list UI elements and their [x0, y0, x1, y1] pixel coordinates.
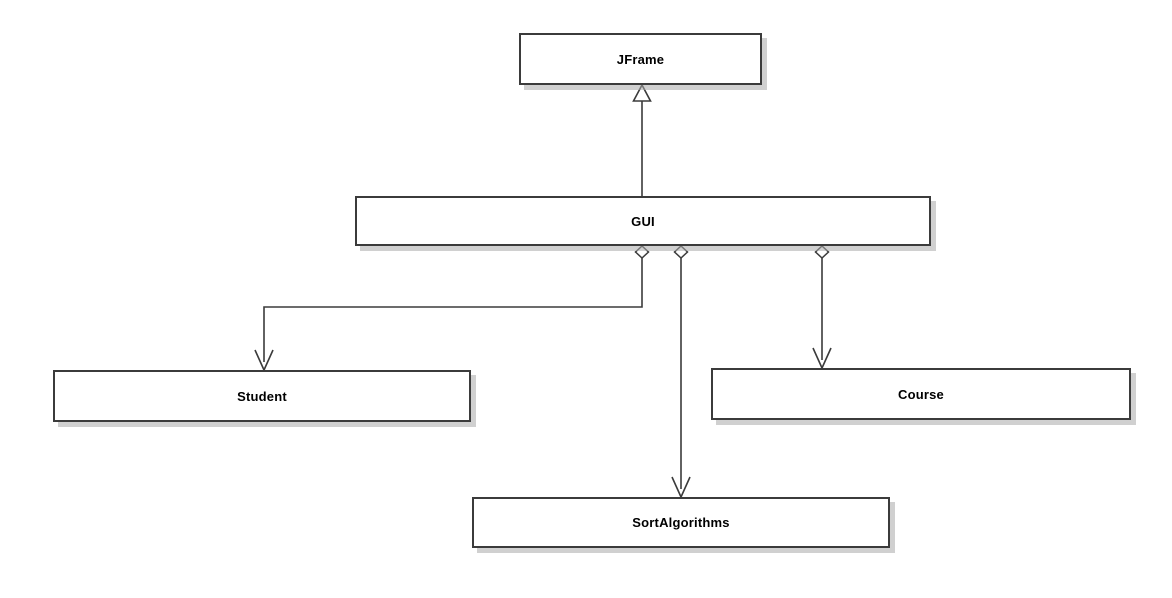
edge-gui-aggregates-sortalgorithms — [671, 244, 691, 499]
hollow-diamond-icon — [814, 244, 830, 260]
class-box-jframe[interactable]: JFrame — [519, 33, 762, 85]
hollow-diamond-icon — [634, 244, 650, 260]
class-name-label: Student — [237, 388, 287, 404]
edge-gui-aggregates-student — [254, 244, 650, 372]
hollow-diamond-icon — [673, 244, 689, 260]
class-box-gui[interactable]: GUI — [355, 196, 931, 246]
aggregation-line — [263, 258, 643, 362]
class-box-student[interactable]: Student — [53, 370, 471, 422]
edge-gui-extends-jframe — [632, 83, 652, 196]
class-name-label: JFrame — [616, 51, 665, 67]
open-arrow-icon — [254, 349, 274, 372]
class-name-label: GUI — [631, 213, 655, 229]
hollow-triangle-icon — [632, 83, 652, 102]
class-box-sortalgorithms[interactable]: SortAlgorithms — [472, 497, 890, 548]
class-box-course[interactable]: Course — [711, 368, 1131, 420]
open-arrow-icon — [671, 476, 691, 499]
open-arrow-icon — [812, 347, 832, 370]
class-name-label: Course — [898, 386, 944, 402]
class-name-label: SortAlgorithms — [632, 515, 730, 530]
edge-gui-aggregates-course — [812, 244, 832, 370]
